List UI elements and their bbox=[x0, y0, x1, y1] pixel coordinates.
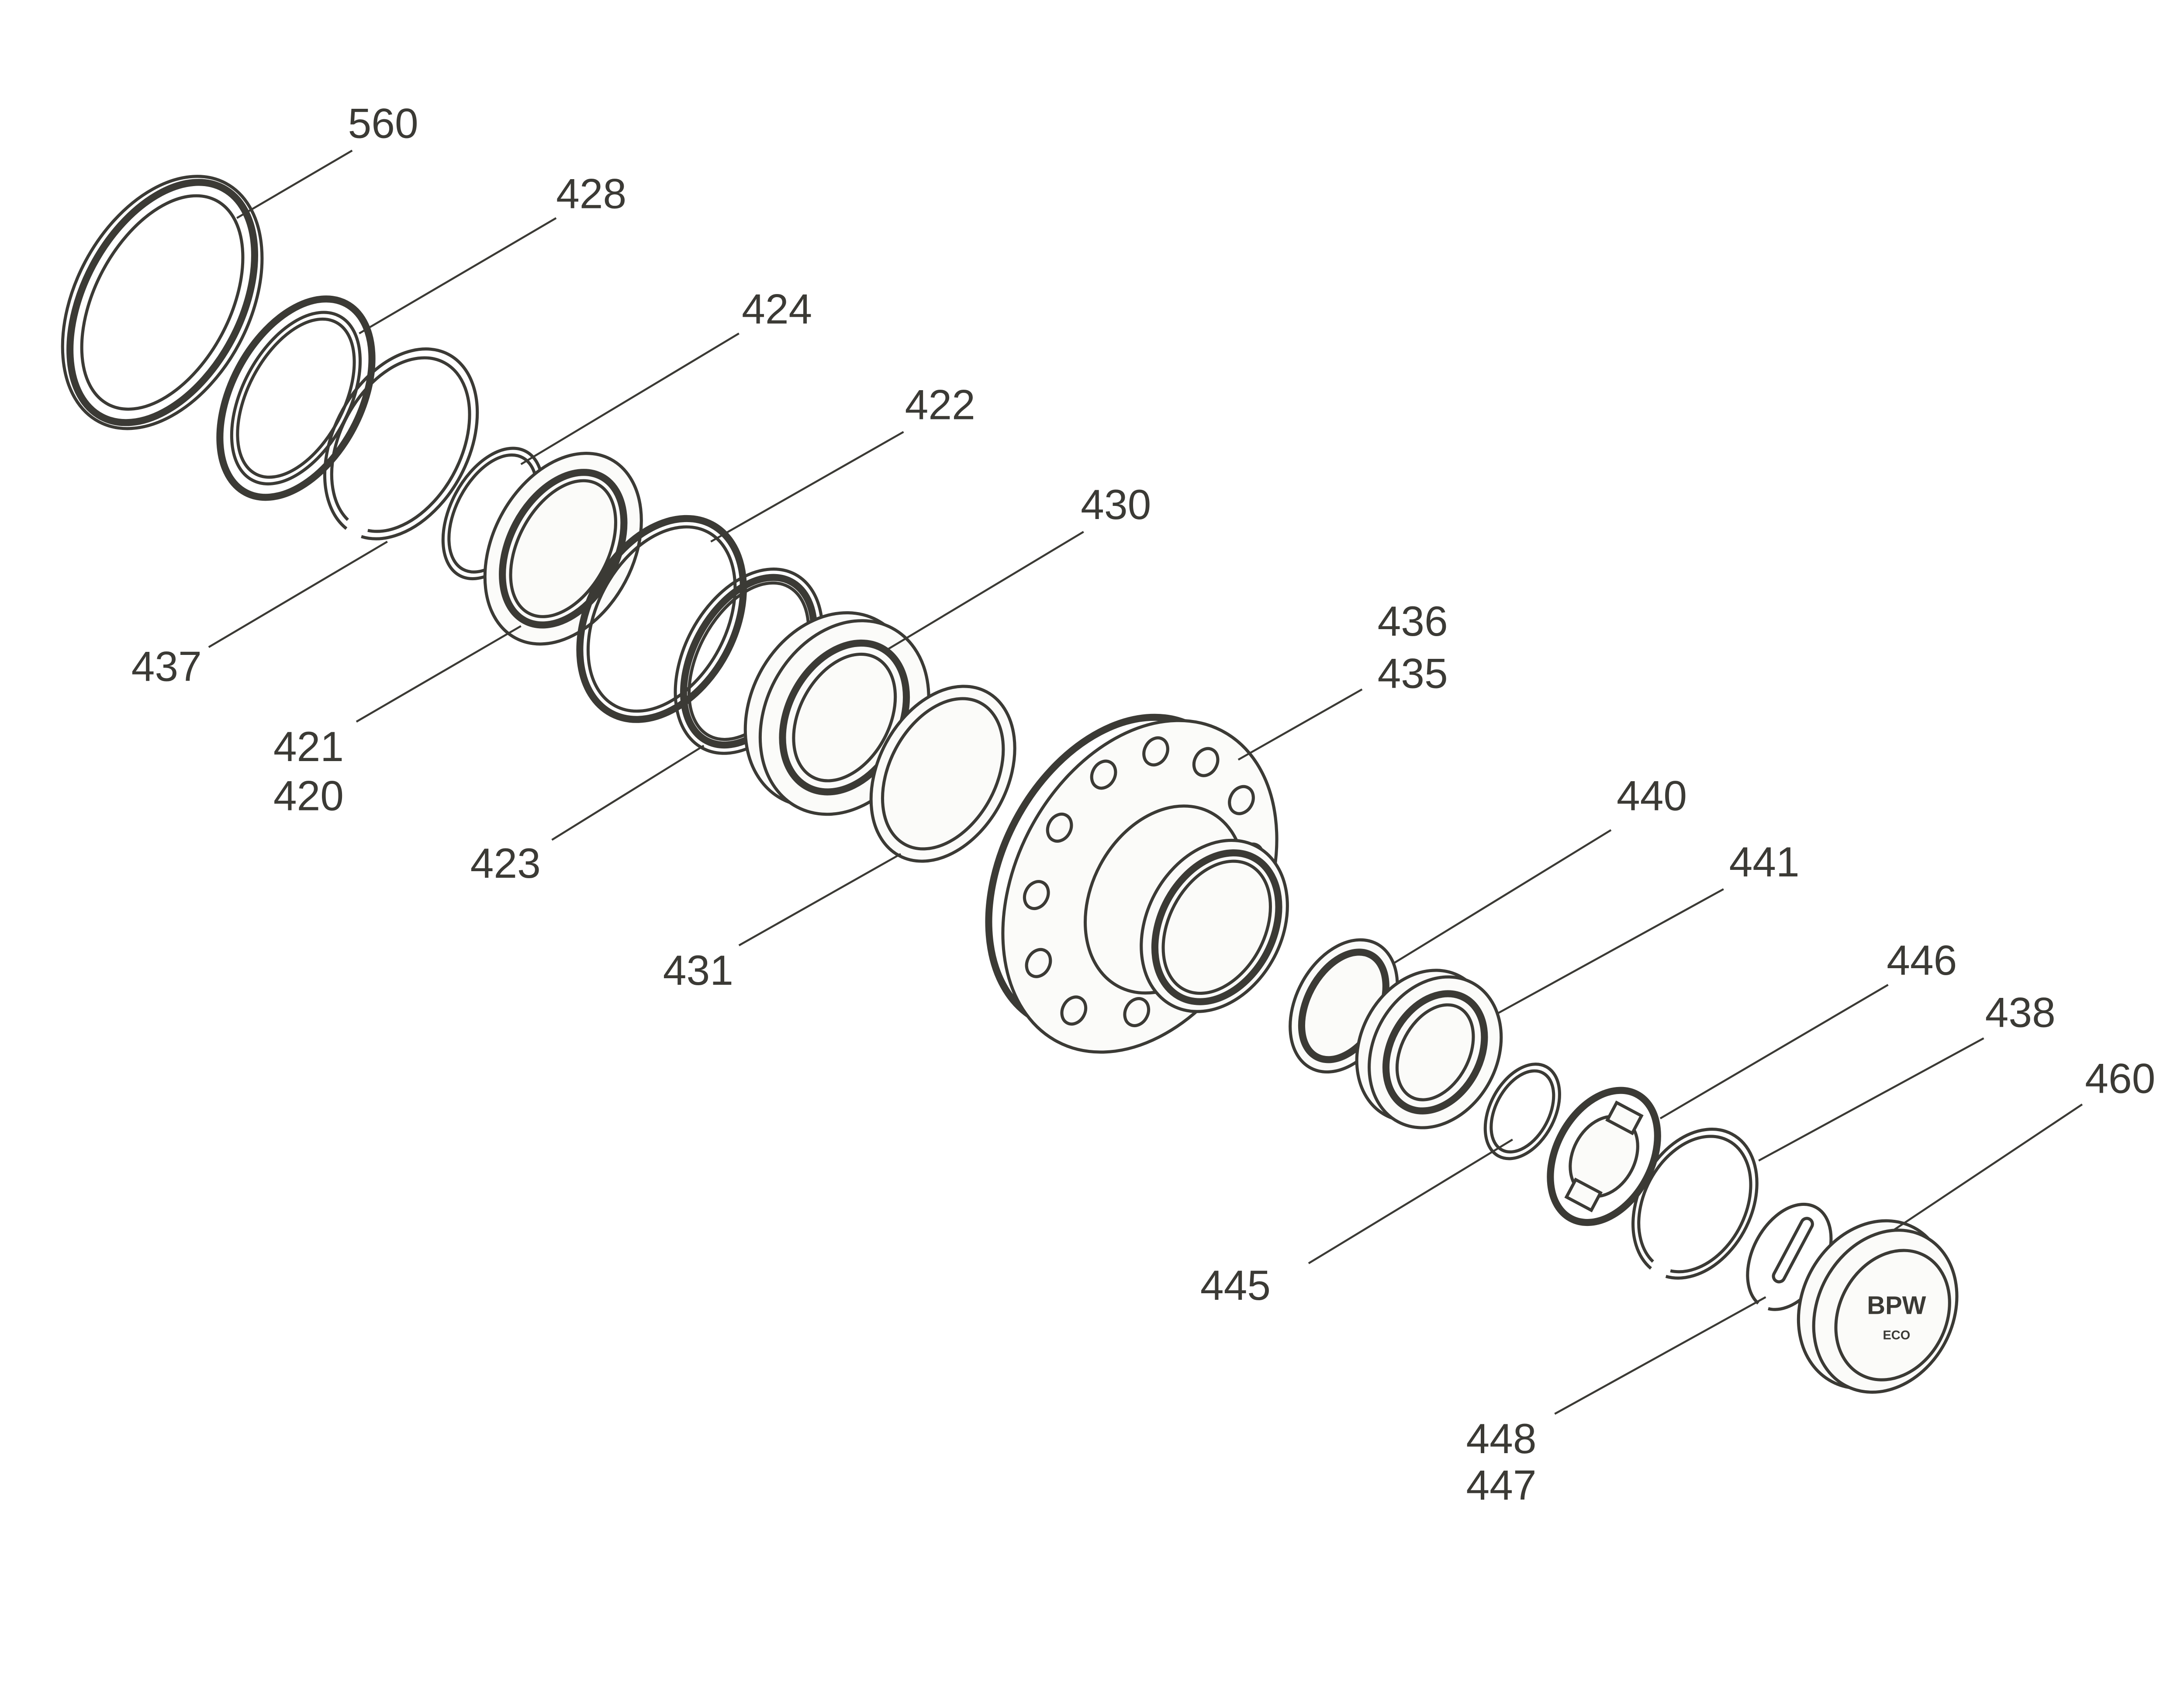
label-420: 420 bbox=[273, 772, 344, 819]
label-560: 560 bbox=[348, 100, 418, 147]
label-438: 438 bbox=[1985, 989, 2056, 1036]
part-460-hub-cap: BPW ECO bbox=[1797, 1219, 1959, 1394]
part-446-washer bbox=[1547, 1087, 1661, 1226]
label-440: 440 bbox=[1617, 772, 1687, 819]
label-447: 447 bbox=[1466, 1462, 1536, 1509]
label-431: 431 bbox=[663, 947, 733, 994]
part-437-snap-ring bbox=[323, 347, 479, 540]
logo-sub: ECO bbox=[1883, 1328, 1910, 1342]
label-437: 437 bbox=[131, 643, 202, 690]
label-421: 421 bbox=[273, 724, 344, 770]
part-428-ring bbox=[216, 295, 376, 501]
leader-lines bbox=[208, 149, 2083, 1415]
label-428: 428 bbox=[556, 170, 626, 217]
label-445: 445 bbox=[1200, 1262, 1271, 1309]
exploded-parts-diagram: BPW ECO 560 428 424 422 430 436 435 440 … bbox=[61, 100, 2155, 1509]
label-446: 446 bbox=[1887, 937, 1957, 984]
part-441-bearing bbox=[1355, 969, 1503, 1129]
label-424: 424 bbox=[742, 286, 812, 332]
hub bbox=[985, 713, 1289, 1054]
label-460: 460 bbox=[2085, 1056, 2155, 1102]
label-423: 423 bbox=[470, 840, 541, 887]
part-438-snap-ring bbox=[1631, 1128, 1759, 1280]
label-448: 448 bbox=[1466, 1416, 1536, 1462]
label-436: 436 bbox=[1378, 598, 1448, 645]
bpw-eco-logo: BPW ECO bbox=[1867, 1292, 1926, 1343]
part-421-420-seal bbox=[483, 452, 643, 646]
label-430: 430 bbox=[1081, 481, 1151, 528]
part-422-ring bbox=[576, 515, 747, 723]
logo-brand: BPW bbox=[1867, 1292, 1926, 1320]
part-560-ring bbox=[61, 175, 264, 430]
label-422: 422 bbox=[905, 381, 975, 428]
label-435: 435 bbox=[1378, 650, 1448, 697]
part-445-ring bbox=[1483, 1063, 1561, 1160]
label-441: 441 bbox=[1729, 839, 1800, 886]
